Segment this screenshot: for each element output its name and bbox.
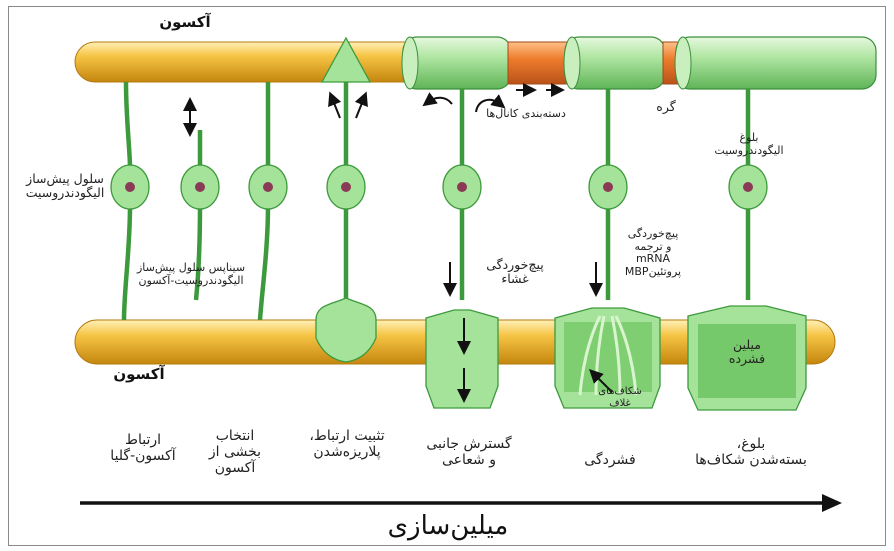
diagram-title: میلین‌سازی xyxy=(338,512,558,542)
stage-label-3: تثبیت ارتباط، پلاریزه‌شدن xyxy=(288,428,406,460)
axon-label-bottom: آکسون xyxy=(104,366,174,383)
myelin-sheath-top xyxy=(402,37,876,89)
mrna-wrapping-label: پیچ‌خوردگی و ترجمه mRNA پروتئینMBP xyxy=(612,228,694,279)
membrane-wrapping-label: پیچ‌خوردگی غشاء xyxy=(468,258,562,287)
synapse-label: سیناپس سلول پیش‌ساز الیگودندروسیت-آکسون xyxy=(128,262,254,287)
stage-label-4: گسترش جانبی و شعاعی xyxy=(410,436,528,468)
stage-label-1: ارتباط آکسون-گلیا xyxy=(88,432,198,464)
arrow-up-icon xyxy=(332,98,340,118)
arrow-up-icon xyxy=(356,98,364,118)
stage-label-2: انتخاب بخشی از آکسون xyxy=(190,428,280,476)
node-label: گره xyxy=(646,100,686,114)
sheath-cracks-label: شکاف‌های غلاف xyxy=(590,386,650,409)
wrapping-cell xyxy=(426,89,498,408)
mature-ol-label: بلوغ الیگودندروسیت xyxy=(700,132,798,157)
channel-clustering-label: دسته‌بندی کانال‌ها xyxy=(476,108,576,121)
timeline-arrow xyxy=(80,494,842,512)
stage-label-5: فشردگی xyxy=(560,452,660,468)
opc-cell-3 xyxy=(249,82,287,320)
axon-label-top: آکسون xyxy=(150,14,220,31)
opc-label: سلول پیش‌ساز الیگودندروسیت xyxy=(12,172,118,201)
node-of-ranvier-1 xyxy=(508,42,568,84)
compact-myelin-label: میلین فشرده xyxy=(712,338,782,367)
stage-label-6: بلوغ، بسته‌شدن شکاف‌ها xyxy=(676,436,826,468)
curved-arrow-icon xyxy=(428,98,452,104)
polarized-cell xyxy=(316,38,376,362)
